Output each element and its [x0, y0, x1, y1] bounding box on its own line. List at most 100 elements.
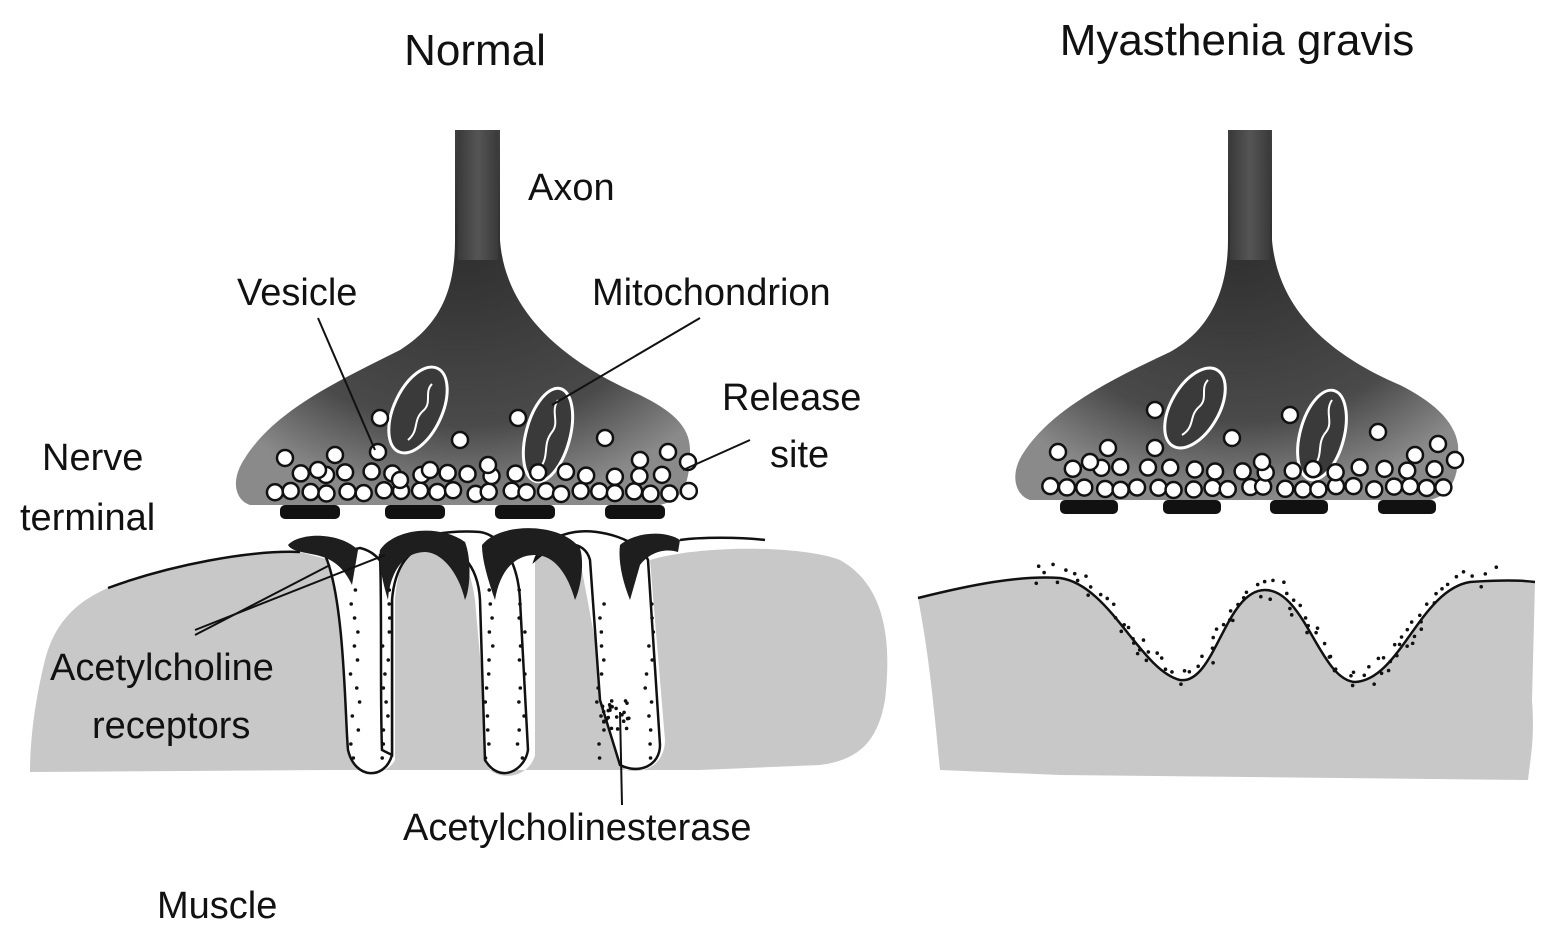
receptor-dot	[383, 672, 387, 676]
vesicle	[1235, 463, 1251, 479]
vesicle	[504, 483, 520, 499]
vesicle	[607, 469, 623, 485]
receptor-dot	[1112, 602, 1116, 606]
receptor-dot	[1351, 684, 1355, 688]
vesicle	[1220, 481, 1236, 497]
vesicle	[573, 483, 589, 499]
vesicle	[1419, 480, 1435, 496]
receptor-dot	[522, 714, 526, 718]
receptor-dot	[627, 716, 631, 720]
receptor-dot	[485, 686, 489, 690]
receptor-dot	[602, 658, 606, 662]
receptor-dot	[597, 742, 601, 746]
vesicle	[530, 464, 546, 480]
release-site-label-line1: Release	[722, 377, 861, 419]
vesicle	[1050, 444, 1066, 460]
vesicle	[1147, 402, 1163, 418]
receptor-dot	[354, 588, 358, 592]
receptor-dot	[1305, 631, 1309, 635]
receptor-dot	[352, 756, 356, 760]
receptor-dot	[1316, 626, 1320, 630]
receptor-dot	[1288, 607, 1292, 611]
receptor-dot	[1387, 669, 1391, 673]
release-site	[1060, 500, 1118, 514]
receptor-dot	[487, 742, 491, 746]
vesicle	[553, 486, 569, 502]
receptor-dot	[1179, 682, 1183, 686]
receptor-dot	[517, 616, 521, 620]
receptor-dot	[353, 616, 357, 620]
receptor-dot	[1183, 669, 1187, 673]
receptor-dot	[386, 658, 390, 662]
receptor-dot	[1211, 646, 1215, 650]
receptor-dot	[1410, 620, 1414, 624]
receptor-dot	[1433, 601, 1437, 605]
receptor-dot	[523, 630, 527, 634]
vesicle	[607, 485, 623, 501]
receptor-dot	[1377, 657, 1381, 661]
receptor-dot	[1245, 590, 1249, 594]
normal-title: Normal	[404, 26, 546, 75]
receptor-dot	[1084, 574, 1088, 578]
receptor-dot	[380, 756, 384, 760]
receptor-dot	[1188, 670, 1192, 674]
vesicle	[1042, 478, 1058, 494]
receptor-dot	[381, 644, 385, 648]
receptor-dot	[517, 728, 521, 732]
vesicle	[597, 430, 613, 446]
receptor-dot	[1155, 651, 1159, 655]
vesicle	[1370, 424, 1386, 440]
receptor-dot	[650, 602, 654, 606]
vesicle	[1059, 479, 1075, 495]
release-site	[385, 505, 445, 519]
receptor-dot	[1105, 597, 1109, 601]
receptor-dot	[1298, 604, 1302, 608]
vesicle	[412, 483, 428, 499]
receptor-dot	[518, 686, 522, 690]
receptor-dot	[649, 756, 653, 760]
vesicle	[1140, 460, 1156, 476]
receptor-dot	[1290, 613, 1294, 617]
vesicle	[1399, 463, 1415, 479]
receptor-dot	[1406, 628, 1410, 632]
mg-release-sites	[1060, 500, 1436, 514]
vesicle	[1205, 480, 1221, 496]
vesicle	[626, 483, 642, 499]
receptor-dot	[1411, 642, 1415, 646]
vesicle	[538, 483, 554, 499]
vesicle	[445, 482, 461, 498]
receptor-dot	[387, 588, 391, 592]
vesicle	[327, 447, 343, 463]
receptor-dot	[1395, 654, 1399, 658]
receptor-dot	[1400, 635, 1404, 639]
vesicle	[1430, 436, 1446, 452]
receptor-dot	[596, 686, 600, 690]
vesicle	[267, 484, 283, 500]
vesicle	[303, 484, 319, 500]
vesicle	[1402, 478, 1418, 494]
receptor-dot	[1323, 642, 1327, 646]
vesicle	[631, 468, 647, 484]
vesicle	[310, 462, 326, 478]
receptor-dot	[645, 672, 649, 676]
receptor-dot	[1211, 636, 1215, 640]
receptor-dot	[1170, 670, 1174, 674]
receptor-dot	[1228, 618, 1232, 622]
vesicle	[337, 464, 353, 480]
receptor-dot	[1389, 660, 1393, 664]
receptor-dot	[1352, 671, 1356, 675]
vesicle	[376, 482, 392, 498]
receptor-dot	[625, 727, 629, 731]
receptor-dot	[351, 714, 355, 718]
vesicle	[1151, 480, 1167, 496]
mg-axon	[1230, 130, 1270, 260]
receptor-dot	[1446, 583, 1450, 587]
vesicle	[452, 432, 468, 448]
vesicle	[356, 485, 372, 501]
acetylcholine-receptors-label-line2: receptors	[92, 705, 250, 747]
vesicle	[1345, 478, 1361, 494]
vesicle	[510, 410, 526, 426]
vesicle	[429, 484, 445, 500]
vesicle	[1254, 454, 1270, 470]
